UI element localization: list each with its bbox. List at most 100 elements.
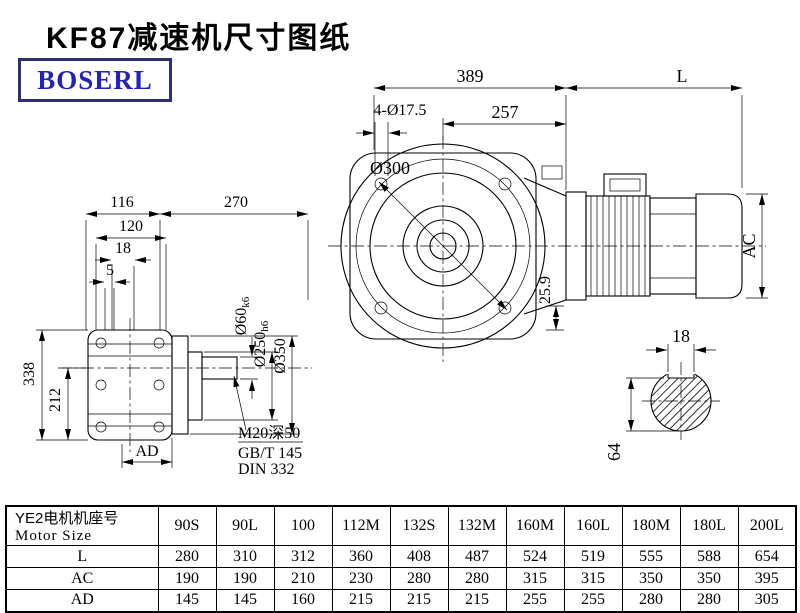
cell: 160: [273, 589, 333, 612]
thread-note: M20深50 GB/T 145 DIN 332: [233, 375, 303, 478]
cell: 280: [389, 567, 449, 590]
gearbox-side-view: [87, 329, 238, 441]
dim-d60-tolerance: k6: [240, 296, 252, 308]
dim-length-120: 120: [95, 218, 167, 330]
cell: 487: [447, 545, 507, 568]
cell: 312: [273, 545, 333, 568]
thread-callout: M20深50: [238, 424, 300, 442]
cell: 280: [157, 545, 217, 568]
dim-d250-label: Ø250h6: [252, 320, 271, 367]
dim-338-label: 338: [21, 362, 38, 386]
brand-logo: BOSERL: [18, 58, 172, 102]
cell: 360: [331, 545, 391, 568]
output-shaft-section: [642, 362, 720, 440]
col-header-132m: 132M: [447, 505, 507, 546]
cell: 350: [679, 567, 739, 590]
motor-size-header-cn: YE2电机机座号: [15, 510, 119, 527]
dim-bolt-holes-label: 4-Ø17.5: [374, 102, 427, 119]
dim-25-9-label: 25.9: [537, 276, 554, 304]
gbt-standard: GB/T 145: [238, 445, 302, 462]
dim-width-116: 116: [85, 194, 161, 330]
dim-d60-label: Ø60k6: [233, 296, 252, 335]
terminal-box: [603, 173, 647, 197]
dim-389-label: 389: [457, 66, 484, 86]
cell: 524: [505, 545, 565, 568]
dim-64-label: 64: [604, 443, 624, 461]
row-label-AC: AC: [5, 567, 159, 590]
dim-257-label: 257: [492, 102, 519, 122]
cell: 255: [505, 589, 565, 612]
dim-270-label: 270: [224, 194, 248, 211]
brand-logo-text: BOSERL: [37, 64, 153, 95]
bolt-hole-top-right: [498, 177, 512, 191]
table-row-AD: AD 145 145 160 215 215 215 255 255 280 2…: [5, 589, 797, 612]
cell: 315: [563, 567, 623, 590]
motor-fin-section: [585, 195, 651, 297]
col-header-100: 100: [273, 505, 333, 546]
cell: 145: [215, 589, 275, 612]
dim-length-5: 5: [89, 262, 130, 330]
dim-d350-label: Ø350: [272, 338, 289, 374]
dim-AD: AD: [121, 438, 173, 468]
motor-size-header-cell: YE2电机机座号 Motor Size: [5, 505, 159, 546]
dim-center-to-face-257: 257: [442, 102, 566, 140]
col-header-180l: 180L: [679, 505, 739, 546]
cell: 408: [389, 545, 449, 568]
dim-212-label: 212: [47, 388, 64, 412]
dim-d250-value: Ø250: [252, 332, 269, 368]
cell: 190: [157, 567, 217, 590]
dim-length-270: 270: [160, 194, 309, 300]
dim-length-18: 18: [95, 240, 151, 330]
col-header-160m: 160M: [505, 505, 565, 546]
dim-5-label: 5: [106, 262, 114, 279]
dim-motor-height-AC: AC: [739, 193, 768, 299]
cell: 305: [737, 589, 797, 612]
dim-key-width-18: 18: [646, 326, 716, 372]
dim-L-label: L: [677, 66, 688, 86]
dim-d60-value: Ø60: [233, 308, 250, 336]
col-header-90l: 90L: [215, 505, 275, 546]
cell: 255: [563, 589, 623, 612]
cell: 190: [215, 567, 275, 590]
cell: 215: [331, 589, 391, 612]
cell: 350: [621, 567, 681, 590]
row-label-AD: AD: [5, 589, 159, 612]
col-header-112m: 112M: [331, 505, 391, 546]
dim-key-18-label: 18: [672, 326, 690, 346]
cell: 588: [679, 545, 739, 568]
col-header-132s: 132S: [389, 505, 449, 546]
col-header-200l: 200L: [737, 505, 797, 546]
cell: 310: [215, 545, 275, 568]
dim-height-212: 212: [47, 367, 86, 440]
cell: 315: [505, 567, 565, 590]
table-header-row: YE2电机机座号 Motor Size 90S 90L 100 112M 132…: [5, 505, 797, 546]
table-row-L: L 280 310 312 360 408 487 524 519 555 58…: [5, 545, 797, 568]
row-label-L: L: [5, 545, 159, 568]
cell: 210: [273, 567, 333, 590]
cell: 280: [621, 589, 681, 612]
cell: 519: [563, 545, 623, 568]
motor: [565, 173, 743, 301]
dim-flange-d350: Ø350: [190, 335, 298, 435]
dimension-table: YE2电机机座号 Motor Size 90S 90L 100 112M 132…: [5, 505, 797, 613]
cell: 215: [389, 589, 449, 612]
col-header-90s: 90S: [157, 505, 217, 546]
cell: 230: [331, 567, 391, 590]
cell: 215: [447, 589, 507, 612]
dim-bolt-circle-d300: Ø300: [370, 158, 508, 311]
dim-d250-tolerance: h6: [259, 320, 271, 332]
dim-key-height-64: 64: [604, 377, 678, 461]
col-header-180m: 180M: [621, 505, 681, 546]
dim-AC-label: AC: [739, 233, 759, 258]
dim-height-338: 338: [21, 329, 88, 441]
cell: 280: [679, 589, 739, 612]
din-standard: DIN 332: [238, 461, 294, 478]
motor-size-header-en: Motor Size: [15, 528, 93, 544]
cell: 395: [737, 567, 797, 590]
cell: 280: [447, 567, 507, 590]
dim-18-side-label: 18: [115, 240, 131, 257]
dim-bolt-holes-4xd17-5: 4-Ø17.5: [356, 102, 426, 176]
output-spigot: [187, 351, 203, 421]
cell: 654: [737, 545, 797, 568]
